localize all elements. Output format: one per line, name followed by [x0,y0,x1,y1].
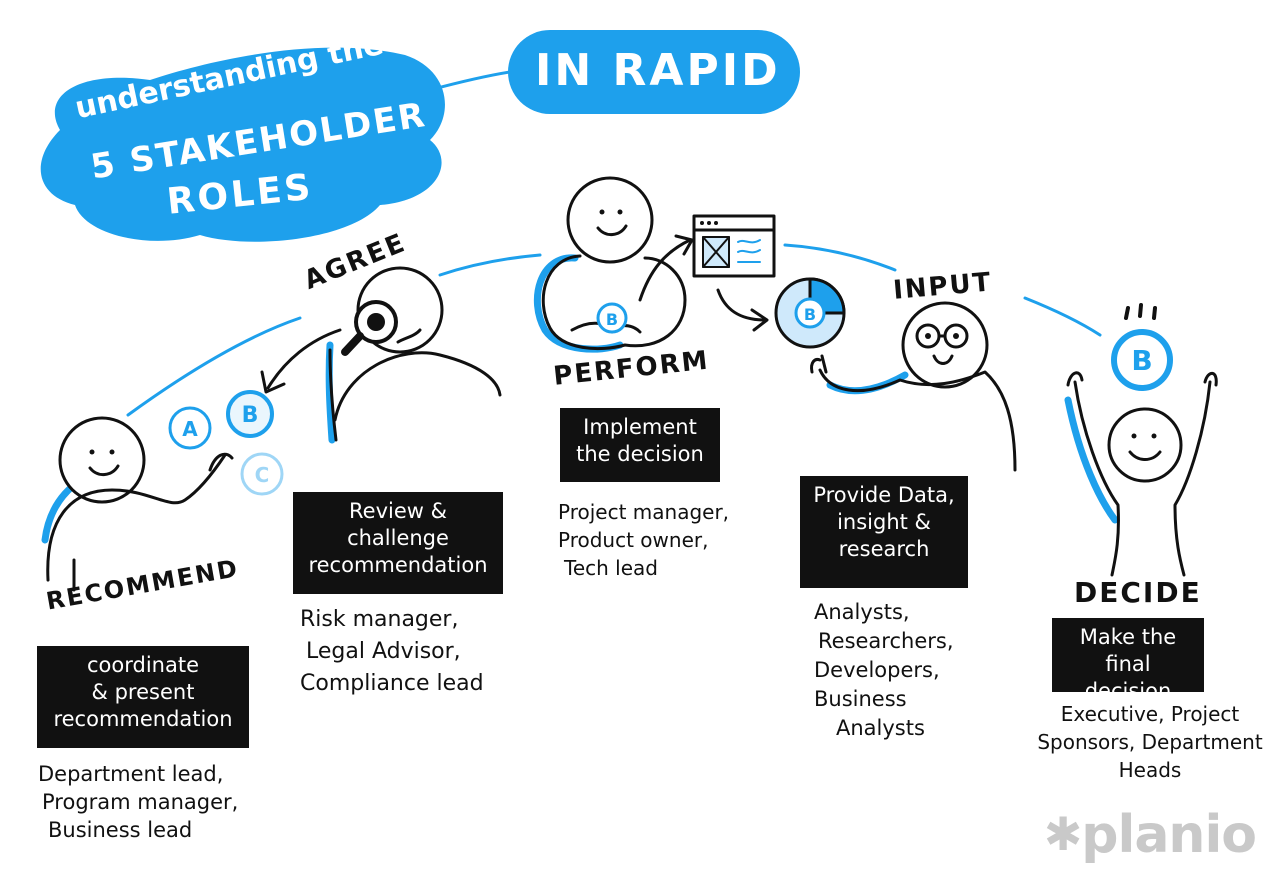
role-label-decide: DECIDE [1074,576,1202,609]
task-line: challenge [347,526,449,550]
task-line: the decision [576,442,704,466]
task-box-recommend: coordinate & present recommendation [37,646,249,748]
task-line: final decision [1084,652,1172,703]
perform-figure [533,176,769,353]
people-input: Analysts, Researchers, Developers, Busin… [814,598,954,743]
people-agree: Risk manager, Legal Advisor, Compliance … [300,604,484,700]
task-line: research [838,537,930,561]
recommend-figure [41,416,234,592]
person-line: Heads [1118,758,1182,782]
perform-bubble-b: B [606,310,618,329]
logo-text: planio [1081,805,1257,865]
task-line: coordinate [86,653,199,677]
person-line: Sponsors, Department [1037,730,1263,754]
planio-logo: ✱planio [1043,805,1257,865]
asterisk-icon: ✱ [1043,807,1083,861]
task-box-input: Provide Data, insight & research [800,476,968,588]
stakeholder-arc [126,316,302,417]
task-line: recommendation [308,553,488,577]
person-line: Product owner, [558,528,709,552]
browser-window-icon [692,214,776,278]
person-line: Executive, Project [1060,702,1240,726]
bubble-c-ring [240,452,284,496]
pie-chart-icon [774,277,846,349]
task-line: Implement [583,415,697,439]
rapid-tag: IN RAPID [535,45,781,96]
magnifier-icon [341,300,398,356]
person-line: Legal Advisor, [306,639,461,664]
task-line: & present [91,680,195,704]
person-line: Risk manager, [300,607,459,632]
bubble-b-ring [226,390,274,438]
arrow-icon [266,328,342,390]
person-line: Researchers, [818,629,954,653]
bubble-b: B [242,403,259,428]
people-recommend: Department lead, Program manager, Busine… [38,760,238,844]
task-box-agree: Review & challenge recommendation [293,492,503,594]
title-cloud [40,47,445,242]
task-line: insight & [837,510,931,534]
task-box-perform: Implement the decision [560,408,720,482]
person-line: Developers, [814,658,940,682]
task-line: Make the [1079,625,1177,649]
people-decide: Executive, Project Sponsors, Department … [1032,700,1268,784]
pie-bubble-b: B [804,305,816,324]
person-line: Analysts [836,716,925,740]
input-figure [810,301,1017,472]
bubble-c: C [255,463,270,487]
bubble-a: A [182,417,198,441]
bubble-a-ring [168,406,212,450]
agree-figure [325,266,502,444]
person-line: Tech lead [564,556,658,580]
person-line: Program manager, [42,790,239,814]
task-box-decide: Make the final decision [1052,618,1204,703]
person-line: Compliance lead [300,671,484,696]
person-line: Business lead [48,818,193,842]
decide-figure [1064,303,1218,577]
task-line: Review & [349,499,447,523]
person-line: Department lead, [38,762,224,786]
person-line: Analysts, [814,600,910,624]
task-line: recommendation [53,707,233,731]
decide-bubble-b: B [1131,344,1152,377]
rapid-pill [508,30,800,114]
people-perform: Project manager, Product owner, Tech lea… [558,498,729,582]
person-line: Project manager, [558,500,730,524]
task-line: Provide Data, [813,483,955,507]
person-line: Business [814,687,907,711]
